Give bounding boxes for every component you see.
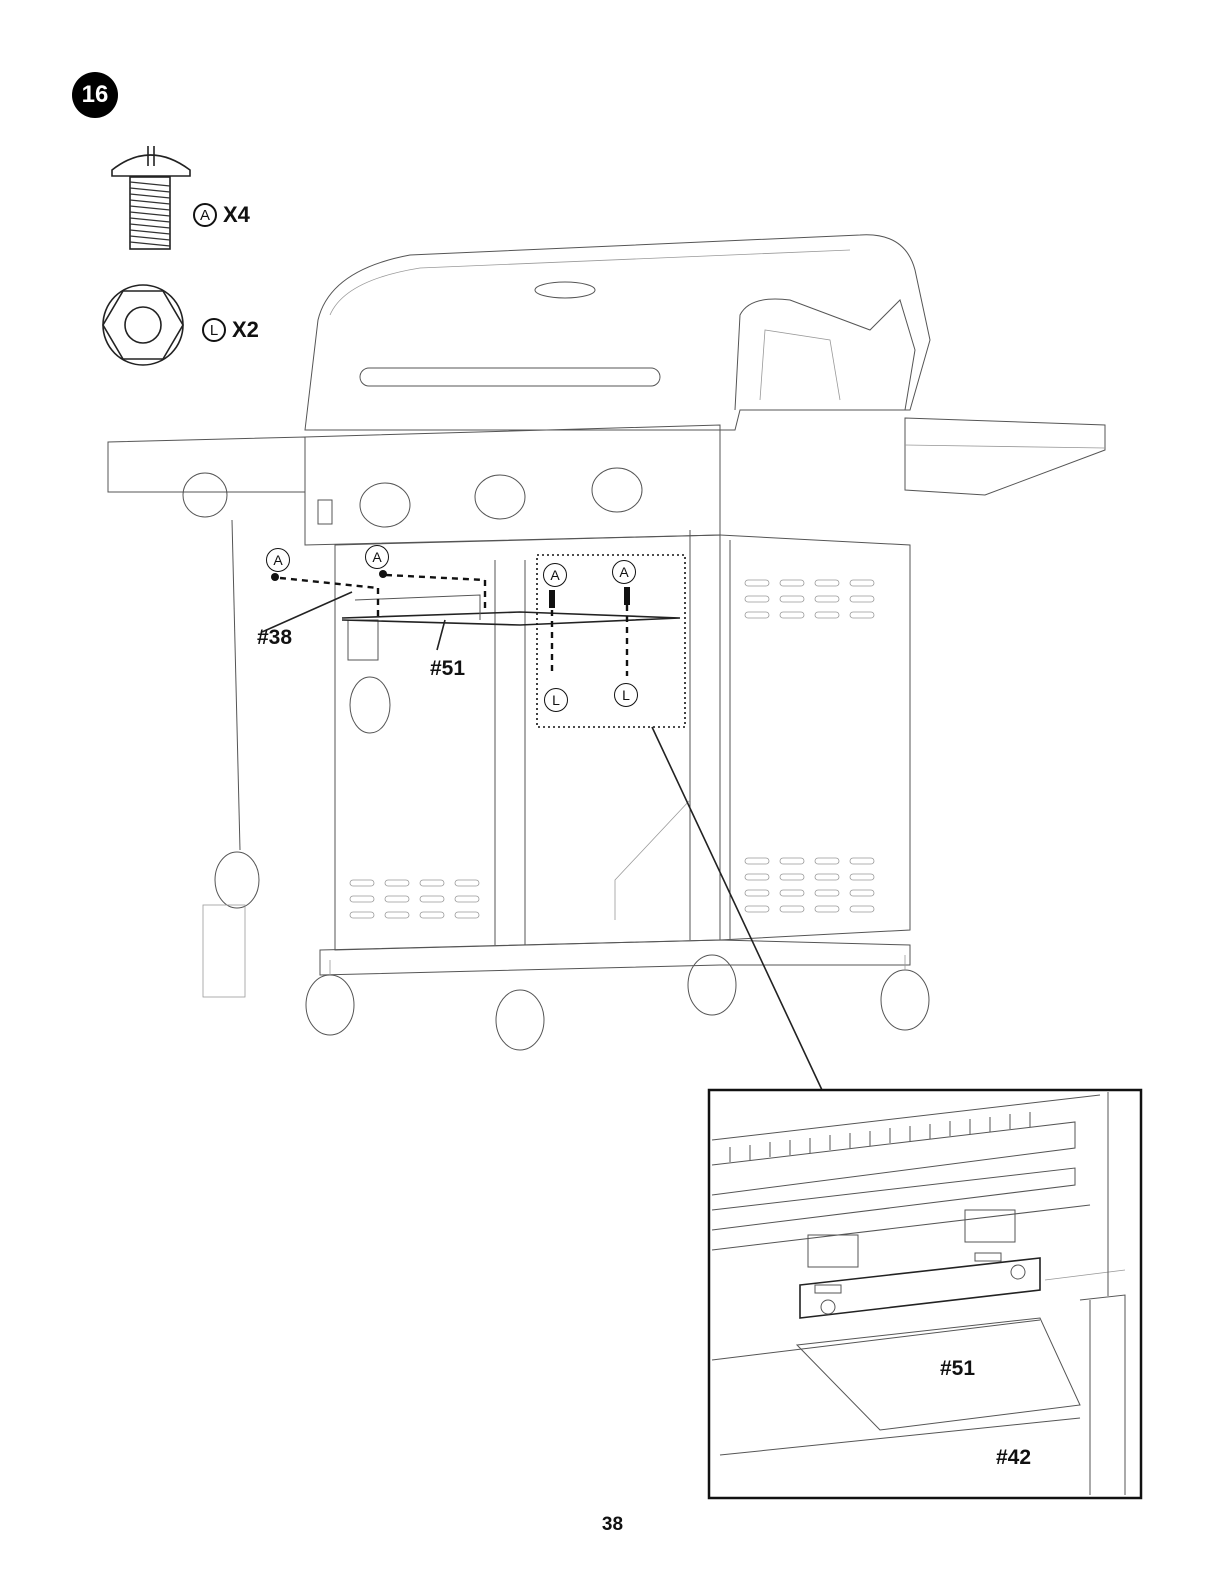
part-a-quantity: A X4 (193, 202, 250, 228)
part-a-count: X4 (223, 202, 250, 228)
callout-part-51: #51 (430, 657, 465, 681)
hex-nut-icon (103, 285, 183, 365)
part-l-quantity: L X2 (202, 317, 259, 343)
gas-hose-regulator (203, 520, 259, 997)
part-a-letter: A (193, 203, 217, 227)
pin-a-left: A (266, 548, 290, 572)
page-number: 38 (0, 1514, 1225, 1536)
pin-l-box-right: L (614, 683, 638, 707)
pin-l-box-left: L (544, 688, 568, 712)
part-l-count: X2 (232, 317, 259, 343)
grill-lid (305, 235, 930, 430)
detail-inset (709, 1090, 1141, 1498)
grill-cart (320, 530, 910, 975)
pin-a-center: A (365, 545, 389, 569)
callout-part-38: #38 (257, 626, 292, 650)
casters (306, 955, 929, 1050)
pin-a-box-right: A (612, 560, 636, 584)
control-panel (183, 425, 720, 545)
inset-callout-part-51: #51 (940, 1357, 975, 1381)
screw-icon (112, 146, 190, 249)
inset-callout-part-42: #42 (996, 1446, 1031, 1470)
pin-a-box-left: A (543, 563, 567, 587)
detail-leader-line (652, 727, 822, 1090)
part-l-letter: L (202, 318, 226, 342)
heat-shield-bracket (262, 592, 680, 650)
